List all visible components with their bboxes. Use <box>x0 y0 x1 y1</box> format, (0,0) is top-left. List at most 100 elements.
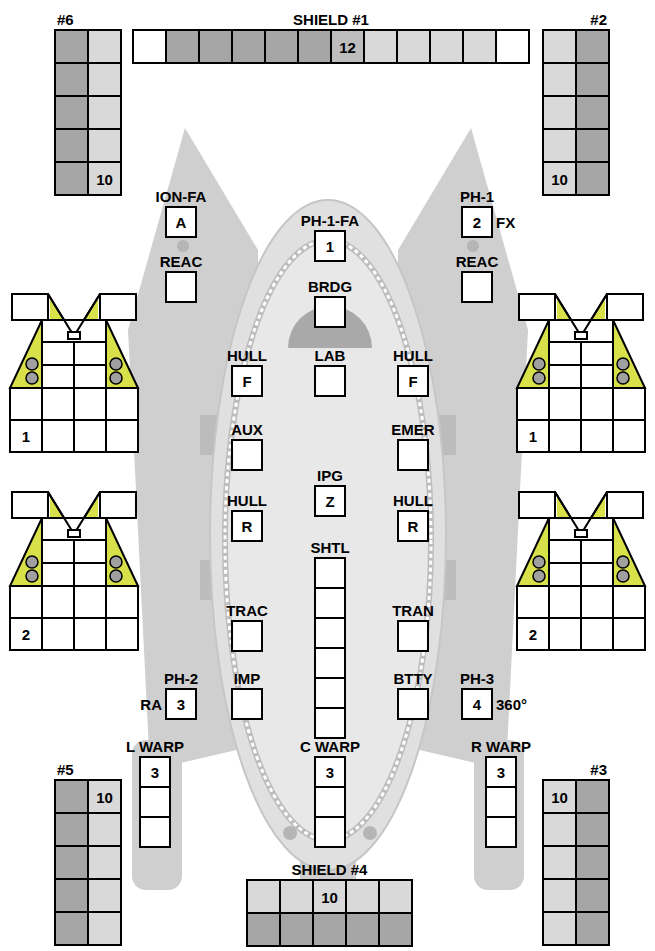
track-box <box>247 880 280 913</box>
track-box <box>298 30 331 63</box>
track-box <box>280 880 313 913</box>
system-box: HULLR <box>232 511 262 541</box>
track-box <box>346 880 379 913</box>
system-label: C WARP <box>300 739 360 754</box>
box-value: 10 <box>551 789 568 804</box>
track-box <box>576 780 609 813</box>
system-box: EMER <box>398 440 428 470</box>
box-cells <box>398 440 428 470</box>
track-box <box>486 787 516 817</box>
box-cells <box>232 440 262 470</box>
track-box <box>166 30 199 63</box>
track-box <box>313 913 346 946</box>
track-box <box>576 63 609 96</box>
track-box <box>247 913 280 946</box>
box-value: 3 <box>497 765 505 780</box>
box-cells <box>166 272 196 302</box>
track-box <box>88 780 121 813</box>
box-cells <box>398 689 428 719</box>
track-box <box>10 618 42 650</box>
track-box <box>315 817 345 847</box>
box-cells <box>315 297 345 327</box>
track-box <box>315 486 345 516</box>
track-box <box>576 912 609 945</box>
track-box <box>463 30 496 63</box>
system-box: HULLF <box>398 366 428 396</box>
track-box <box>55 780 88 813</box>
box-cells <box>55 780 121 945</box>
system-box: REAC <box>462 272 492 302</box>
system-box: PH-1-FA1 <box>315 231 345 261</box>
track-box <box>55 846 88 879</box>
box-value: 2 <box>529 627 537 642</box>
box-value: 4 <box>473 697 481 712</box>
track-box <box>517 420 549 452</box>
track-box <box>398 511 428 541</box>
track-box <box>140 757 170 787</box>
system-label: SHIELD #1 <box>293 12 369 27</box>
track-box <box>576 30 609 63</box>
system-box: AUX <box>232 440 262 470</box>
track-box <box>496 30 529 63</box>
track-box <box>315 297 345 327</box>
track-box <box>543 879 576 912</box>
system-label: #2 <box>590 12 607 27</box>
box-value: 10 <box>96 789 113 804</box>
system-label: PH-1-FA <box>301 213 359 228</box>
system-label: L WARP <box>126 739 184 754</box>
track-box <box>55 879 88 912</box>
side-note: 360° <box>496 697 527 712</box>
system-label: EMER <box>391 422 434 437</box>
track-box <box>486 817 516 847</box>
track-box <box>55 63 88 96</box>
system-box: PH-23RA <box>166 689 196 719</box>
box-value: F <box>242 374 251 389</box>
box-value: 2 <box>22 627 30 642</box>
system-box: TRAN <box>398 621 428 651</box>
box-value: 10 <box>321 889 338 904</box>
box-value: R <box>408 519 419 534</box>
track-box <box>280 913 313 946</box>
side-note: FX <box>496 215 515 230</box>
box-value: 12 <box>339 39 356 54</box>
shield-track: SHIELD #112 <box>133 30 529 63</box>
system-box: HULLR <box>398 511 428 541</box>
track-box <box>543 96 576 129</box>
system-label: LAB <box>315 348 346 363</box>
side-note: RA <box>140 697 162 712</box>
track-box <box>398 440 428 470</box>
track-box <box>232 621 262 651</box>
warp-track: C WARP3 <box>315 757 345 847</box>
system-box: BTTY <box>398 689 428 719</box>
track-box <box>315 757 345 787</box>
system-label: HULL <box>393 493 433 508</box>
system-box: IPGZ <box>315 486 345 516</box>
track-box <box>88 879 121 912</box>
track-box <box>315 558 345 588</box>
track-box <box>88 96 121 129</box>
box-value: 10 <box>551 171 568 186</box>
box-cells <box>133 30 529 63</box>
system-label: SHTL <box>310 540 349 555</box>
system-label: PH-3 <box>460 671 494 686</box>
system-box: ION-FAA <box>166 207 196 237</box>
track-box <box>140 817 170 847</box>
box-value: A <box>176 215 187 230</box>
track-box <box>576 162 609 195</box>
box-value: 1 <box>22 429 30 444</box>
system-label: TRAN <box>392 603 434 618</box>
track-box <box>576 813 609 846</box>
fighter-box: 2 <box>517 618 549 650</box>
system-label: AUX <box>231 422 263 437</box>
shield-track: #610 <box>55 30 121 195</box>
track-box <box>10 420 42 452</box>
box-cells <box>232 689 262 719</box>
box-value: 1 <box>529 429 537 444</box>
system-label: IPG <box>317 468 343 483</box>
box-cells <box>462 272 492 302</box>
track-box <box>166 207 196 237</box>
track-box <box>55 30 88 63</box>
shield-track: #210 <box>543 30 609 195</box>
track-box <box>315 648 345 678</box>
